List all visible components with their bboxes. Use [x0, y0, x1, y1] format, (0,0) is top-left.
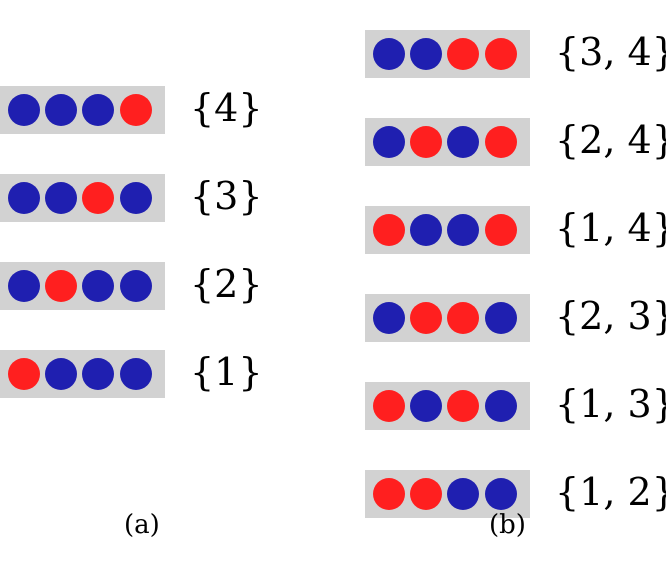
set-label: {1} — [190, 350, 263, 394]
blue-dot — [120, 358, 152, 390]
red-dot — [485, 214, 517, 246]
set-label: {1, 4} — [555, 206, 666, 250]
red-dot — [373, 214, 405, 246]
dot-box — [365, 30, 530, 78]
blue-dot — [447, 214, 479, 246]
dot-box — [365, 382, 530, 430]
blue-dot — [82, 358, 114, 390]
red-dot — [410, 478, 442, 510]
blue-dot — [373, 302, 405, 334]
red-dot — [45, 270, 77, 302]
set-label: {2, 4} — [555, 118, 666, 162]
set-label: {3} — [190, 174, 263, 218]
dot-box — [365, 470, 530, 518]
dot-box — [365, 294, 530, 342]
red-dot — [447, 302, 479, 334]
blue-dot — [45, 358, 77, 390]
blue-dot — [485, 478, 517, 510]
blue-dot — [485, 302, 517, 334]
set-label: {2, 3} — [555, 294, 666, 338]
red-dot — [120, 94, 152, 126]
blue-dot — [373, 38, 405, 70]
red-dot — [8, 358, 40, 390]
blue-dot — [373, 126, 405, 158]
dot-box — [365, 206, 530, 254]
caption-a: (a) — [124, 510, 160, 540]
blue-dot — [45, 94, 77, 126]
blue-dot — [410, 390, 442, 422]
red-dot — [410, 126, 442, 158]
blue-dot — [45, 182, 77, 214]
set-label: {1, 3} — [555, 382, 666, 426]
set-label: {3, 4} — [555, 30, 666, 74]
caption-b: (b) — [489, 510, 526, 540]
set-label: {2} — [190, 262, 263, 306]
dot-box — [0, 174, 165, 222]
blue-dot — [447, 126, 479, 158]
blue-dot — [120, 270, 152, 302]
red-dot — [82, 182, 114, 214]
red-dot — [410, 302, 442, 334]
dot-box — [365, 118, 530, 166]
blue-dot — [8, 270, 40, 302]
red-dot — [485, 38, 517, 70]
red-dot — [485, 126, 517, 158]
blue-dot — [8, 182, 40, 214]
set-label: {1, 2} — [555, 470, 666, 514]
set-label: {4} — [190, 86, 263, 130]
dot-box — [0, 350, 165, 398]
dot-box — [0, 86, 165, 134]
blue-dot — [82, 270, 114, 302]
blue-dot — [447, 478, 479, 510]
blue-dot — [120, 182, 152, 214]
blue-dot — [8, 94, 40, 126]
red-dot — [373, 478, 405, 510]
red-dot — [447, 38, 479, 70]
blue-dot — [82, 94, 114, 126]
blue-dot — [485, 390, 517, 422]
red-dot — [373, 390, 405, 422]
blue-dot — [410, 214, 442, 246]
dot-box — [0, 262, 165, 310]
red-dot — [447, 390, 479, 422]
blue-dot — [410, 38, 442, 70]
